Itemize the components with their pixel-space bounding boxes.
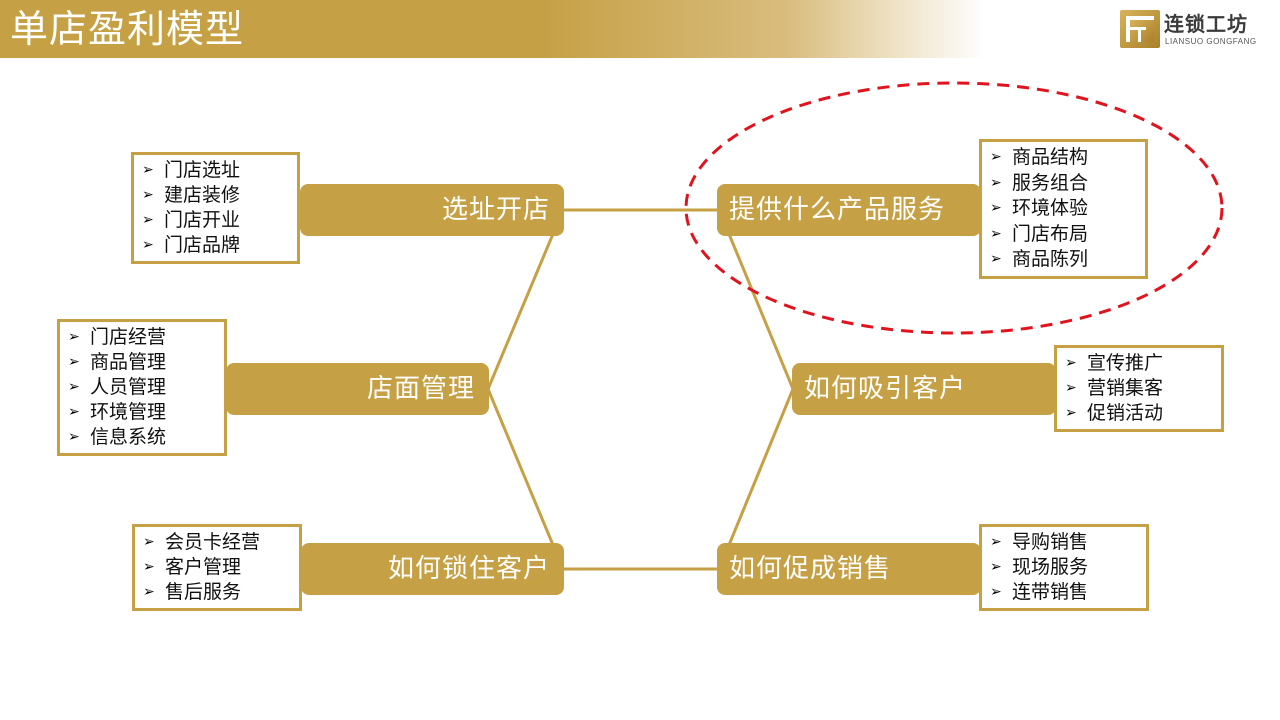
arrow-bullet-icon: ➢	[68, 329, 80, 345]
list-item: ➢营销集客	[1065, 377, 1164, 399]
arrow-bullet-icon: ➢	[68, 429, 80, 445]
arrow-bullet-icon: ➢	[143, 584, 155, 600]
arrow-bullet-icon: ➢	[1065, 380, 1077, 396]
list-item: ➢导购销售	[990, 531, 1089, 553]
company-logo: 连锁工坊 LIANSUO GONGFANG	[1120, 10, 1270, 50]
arrow-bullet-icon: ➢	[990, 225, 1002, 242]
lg-square-logo-icon	[1120, 10, 1160, 48]
arrow-bullet-icon: ➢	[143, 559, 155, 575]
attract-customer-list: ➢宣传推广 ➢营销集客 ➢促销活动	[1054, 345, 1224, 432]
connector-attract-to-sales	[727, 388, 795, 546]
node-product-service[interactable]: 提供什么产品服务	[717, 184, 981, 236]
logo-subtitle: LIANSUO GONGFANG	[1165, 37, 1257, 46]
arrow-bullet-icon: ➢	[68, 379, 80, 395]
list-item: ➢门店选址	[142, 159, 241, 181]
title-bar: 单店盈利模型	[0, 0, 985, 58]
arrow-bullet-icon: ➢	[143, 534, 155, 550]
connector-site-to-store	[486, 233, 555, 390]
retain-customer-list: ➢会员卡经营 ➢客户管理 ➢售后服务	[132, 524, 302, 611]
list-item: ➢现场服务	[990, 556, 1089, 578]
list-item: ➢门店布局	[990, 222, 1137, 248]
list-item: ➢商品结构	[990, 145, 1137, 171]
logo-name: 连锁工坊	[1164, 12, 1248, 36]
store-mgmt-list: ➢门店经营 ➢商品管理 ➢人员管理 ➢环境管理 ➢信息系统	[57, 319, 227, 456]
connector-store-to-retain	[486, 388, 555, 546]
arrow-bullet-icon: ➢	[142, 212, 154, 228]
list-item: ➢商品管理	[68, 351, 167, 373]
list-item: ➢会员卡经营	[143, 531, 261, 553]
list-item: ➢连带销售	[990, 581, 1089, 603]
arrow-bullet-icon: ➢	[990, 559, 1002, 575]
page-title: 单店盈利模型	[10, 7, 245, 51]
node-close-sales[interactable]: 如何促成销售	[717, 543, 981, 595]
node-site-open[interactable]: 选址开店	[300, 184, 564, 236]
list-item: ➢售后服务	[143, 581, 242, 603]
list-item: ➢环境管理	[68, 401, 167, 423]
list-item: ➢服务组合	[990, 171, 1137, 197]
list-item: ➢门店品牌	[142, 234, 241, 256]
arrow-bullet-icon: ➢	[142, 187, 154, 203]
node-retain-customer[interactable]: 如何锁住客户	[301, 543, 564, 595]
arrow-bullet-icon: ➢	[1065, 355, 1077, 371]
list-item: ➢门店开业	[142, 209, 241, 231]
node-store-management[interactable]: 店面管理	[226, 363, 489, 415]
arrow-bullet-icon: ➢	[68, 404, 80, 420]
list-item: ➢信息系统	[68, 426, 167, 448]
arrow-bullet-icon: ➢	[142, 237, 154, 253]
arrow-bullet-icon: ➢	[142, 162, 154, 178]
node-attract-customer[interactable]: 如何吸引客户	[792, 363, 1056, 415]
list-item: ➢环境体验	[990, 196, 1137, 222]
product-service-list: ➢商品结构 ➢服务组合 ➢环境体验 ➢门店布局 ➢商品陈列	[979, 139, 1148, 279]
list-item: ➢宣传推广	[1065, 352, 1164, 374]
list-item: ➢促销活动	[1065, 402, 1164, 424]
arrow-bullet-icon: ➢	[990, 200, 1002, 216]
list-item: ➢人员管理	[68, 376, 167, 398]
arrow-bullet-icon: ➢	[990, 584, 1002, 600]
list-item: ➢建店装修	[142, 184, 241, 206]
list-item: ➢门店经营	[68, 326, 167, 348]
list-item: ➢商品陈列	[990, 247, 1137, 273]
arrow-bullet-icon: ➢	[1065, 405, 1077, 421]
highlight-ellipse	[684, 81, 1224, 335]
close-sales-list: ➢导购销售 ➢现场服务 ➢连带销售	[979, 524, 1149, 611]
arrow-bullet-icon: ➢	[990, 174, 1002, 191]
arrow-bullet-icon: ➢	[990, 251, 1002, 267]
arrow-bullet-icon: ➢	[990, 534, 1002, 550]
arrow-bullet-icon: ➢	[68, 354, 80, 370]
connector-product-to-attract	[727, 233, 795, 390]
list-item: ➢客户管理	[143, 556, 242, 578]
arrow-bullet-icon: ➢	[990, 149, 1002, 165]
site-open-list: ➢门店选址 ➢建店装修 ➢门店开业 ➢门店品牌	[131, 152, 300, 264]
